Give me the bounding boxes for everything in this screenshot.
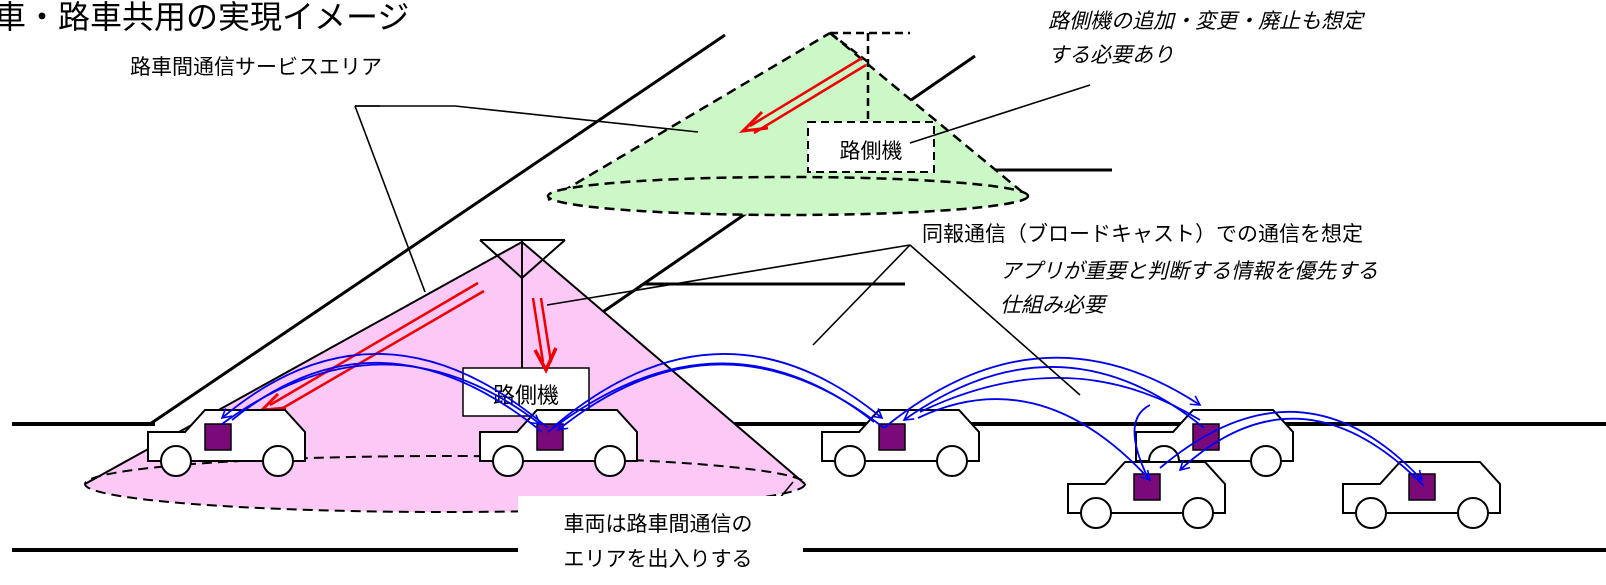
vehicle-unit (204, 423, 232, 451)
top-antenna (829, 31, 910, 122)
vehicle-2 (479, 409, 638, 477)
rsu-label-top: 路側機 (840, 139, 903, 163)
leader-lines (354, 84, 1091, 511)
vehicle-caption-line1: 車両は路車間通信の (564, 512, 753, 536)
vehicle-5 (1067, 461, 1226, 529)
page-title: 車・路車共用の実現イメージ (0, 0, 409, 36)
red-arrow-bottom-down (531, 297, 558, 374)
vehicle-unit (1192, 423, 1220, 451)
red-arrow-top (738, 56, 867, 135)
vehicle-6 (1342, 461, 1501, 529)
app-note-line2: 仕組み必要 (1000, 293, 1108, 317)
service-area-label: 路車間通信サービスエリア (130, 55, 382, 79)
vehicles (147, 409, 1501, 529)
rsu-note-line1: 路側機の追加・変更・廃止も想定 (1048, 9, 1366, 33)
vehicle-unit (536, 423, 564, 451)
vehicle-3 (821, 409, 980, 477)
rsu-note-line2: する必要あり (1048, 43, 1174, 67)
vehicle-1 (147, 409, 306, 477)
rsu-box-top (807, 121, 935, 173)
app-note-line1: アプリが重要と判断する情報を優先する (1000, 259, 1378, 283)
rsu-label-bottom: 路側機 (493, 384, 559, 409)
vehicle-caption-bg (518, 496, 798, 585)
broadcast-arrows (220, 353, 1425, 487)
bottom-antenna (479, 239, 566, 370)
vehicle-caption-line2: エリアを出入りする (564, 547, 753, 571)
broadcast-label: 同報通信（ブロードキャスト）での通信を想定 (922, 222, 1363, 246)
vehicle-unit (1408, 473, 1436, 501)
